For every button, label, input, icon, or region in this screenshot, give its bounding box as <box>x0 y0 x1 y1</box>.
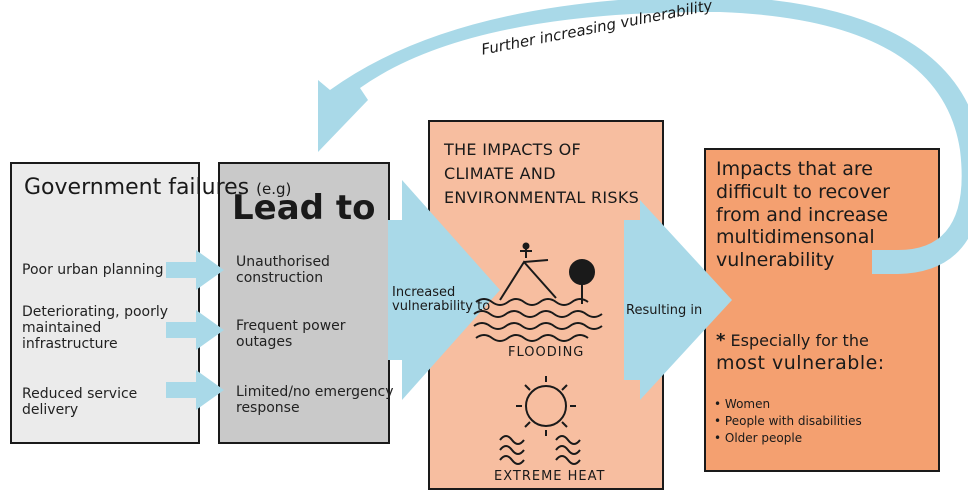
list-item: People with disabilities <box>724 413 862 428</box>
resulting-impacts-box <box>704 148 940 472</box>
list-item: Women <box>724 397 771 411</box>
flooding-caption: FLOODING <box>508 345 585 360</box>
lead-item-1: Unauthorised construction <box>236 254 330 287</box>
connector-resulting-in: Resulting in <box>626 303 703 318</box>
small-arrow-2 <box>166 310 224 350</box>
big-arrow-impacts-to-result <box>624 200 732 400</box>
vulnerable-groups-list: • Women • People with disabilities • Old… <box>714 397 862 445</box>
flood-icon <box>473 242 603 342</box>
lead-to-box <box>218 162 390 444</box>
extreme-heat-caption: EXTREME HEAT <box>494 469 606 484</box>
big-arrow-lead-to-impacts <box>388 180 500 400</box>
connector-increased-vulnerability: Increased vulnerability to <box>392 285 491 315</box>
government-title: Government failures (e.g) <box>24 175 292 200</box>
list-item: Older people <box>724 430 803 445</box>
gov-item-2: Deteriorating, poorly maintained infrast… <box>22 304 169 353</box>
gov-item-3: Reduced service delivery <box>22 386 138 419</box>
lead-item-3: Limited/no emergency response <box>236 384 394 417</box>
small-arrow-1 <box>166 250 224 290</box>
result-title: Impacts that are difficult to recover fr… <box>716 158 890 272</box>
impacts-title: THE IMPACTS OF CLIMATE AND ENVIRONMENTAL… <box>444 140 640 207</box>
result-note: * Especially for the most vulnerable: <box>716 330 885 374</box>
gov-item-1: Poor urban planning <box>22 262 164 278</box>
lead-item-2: Frequent power outages <box>236 318 346 351</box>
sun-icon <box>499 376 581 465</box>
lead-title: Lead to <box>232 188 376 228</box>
small-arrow-3 <box>166 370 224 410</box>
